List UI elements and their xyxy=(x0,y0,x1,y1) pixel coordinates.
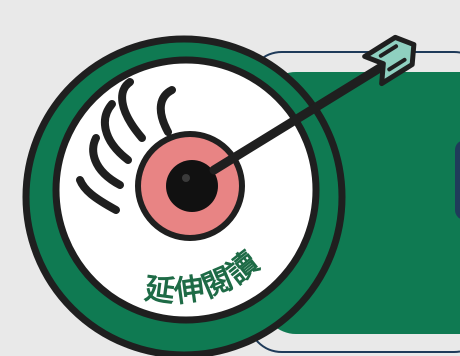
eyelash-icon xyxy=(76,78,176,214)
eye-pupil xyxy=(166,160,218,212)
pupil-highlight xyxy=(182,174,190,182)
arrow-icon xyxy=(209,34,417,175)
